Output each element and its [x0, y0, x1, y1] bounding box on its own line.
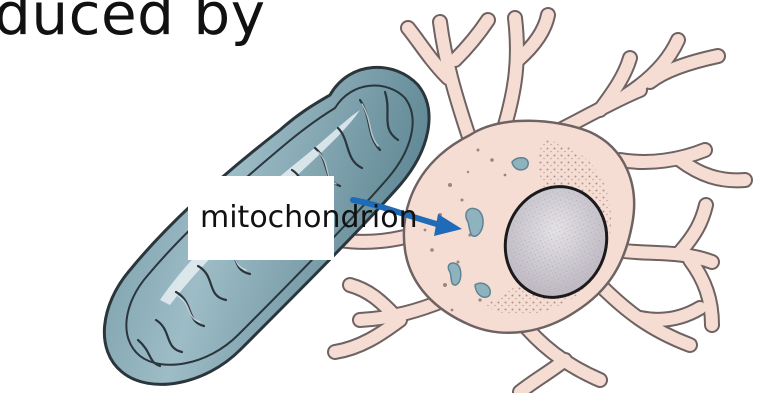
- mitochondrion-label: mitochondrion: [200, 198, 418, 238]
